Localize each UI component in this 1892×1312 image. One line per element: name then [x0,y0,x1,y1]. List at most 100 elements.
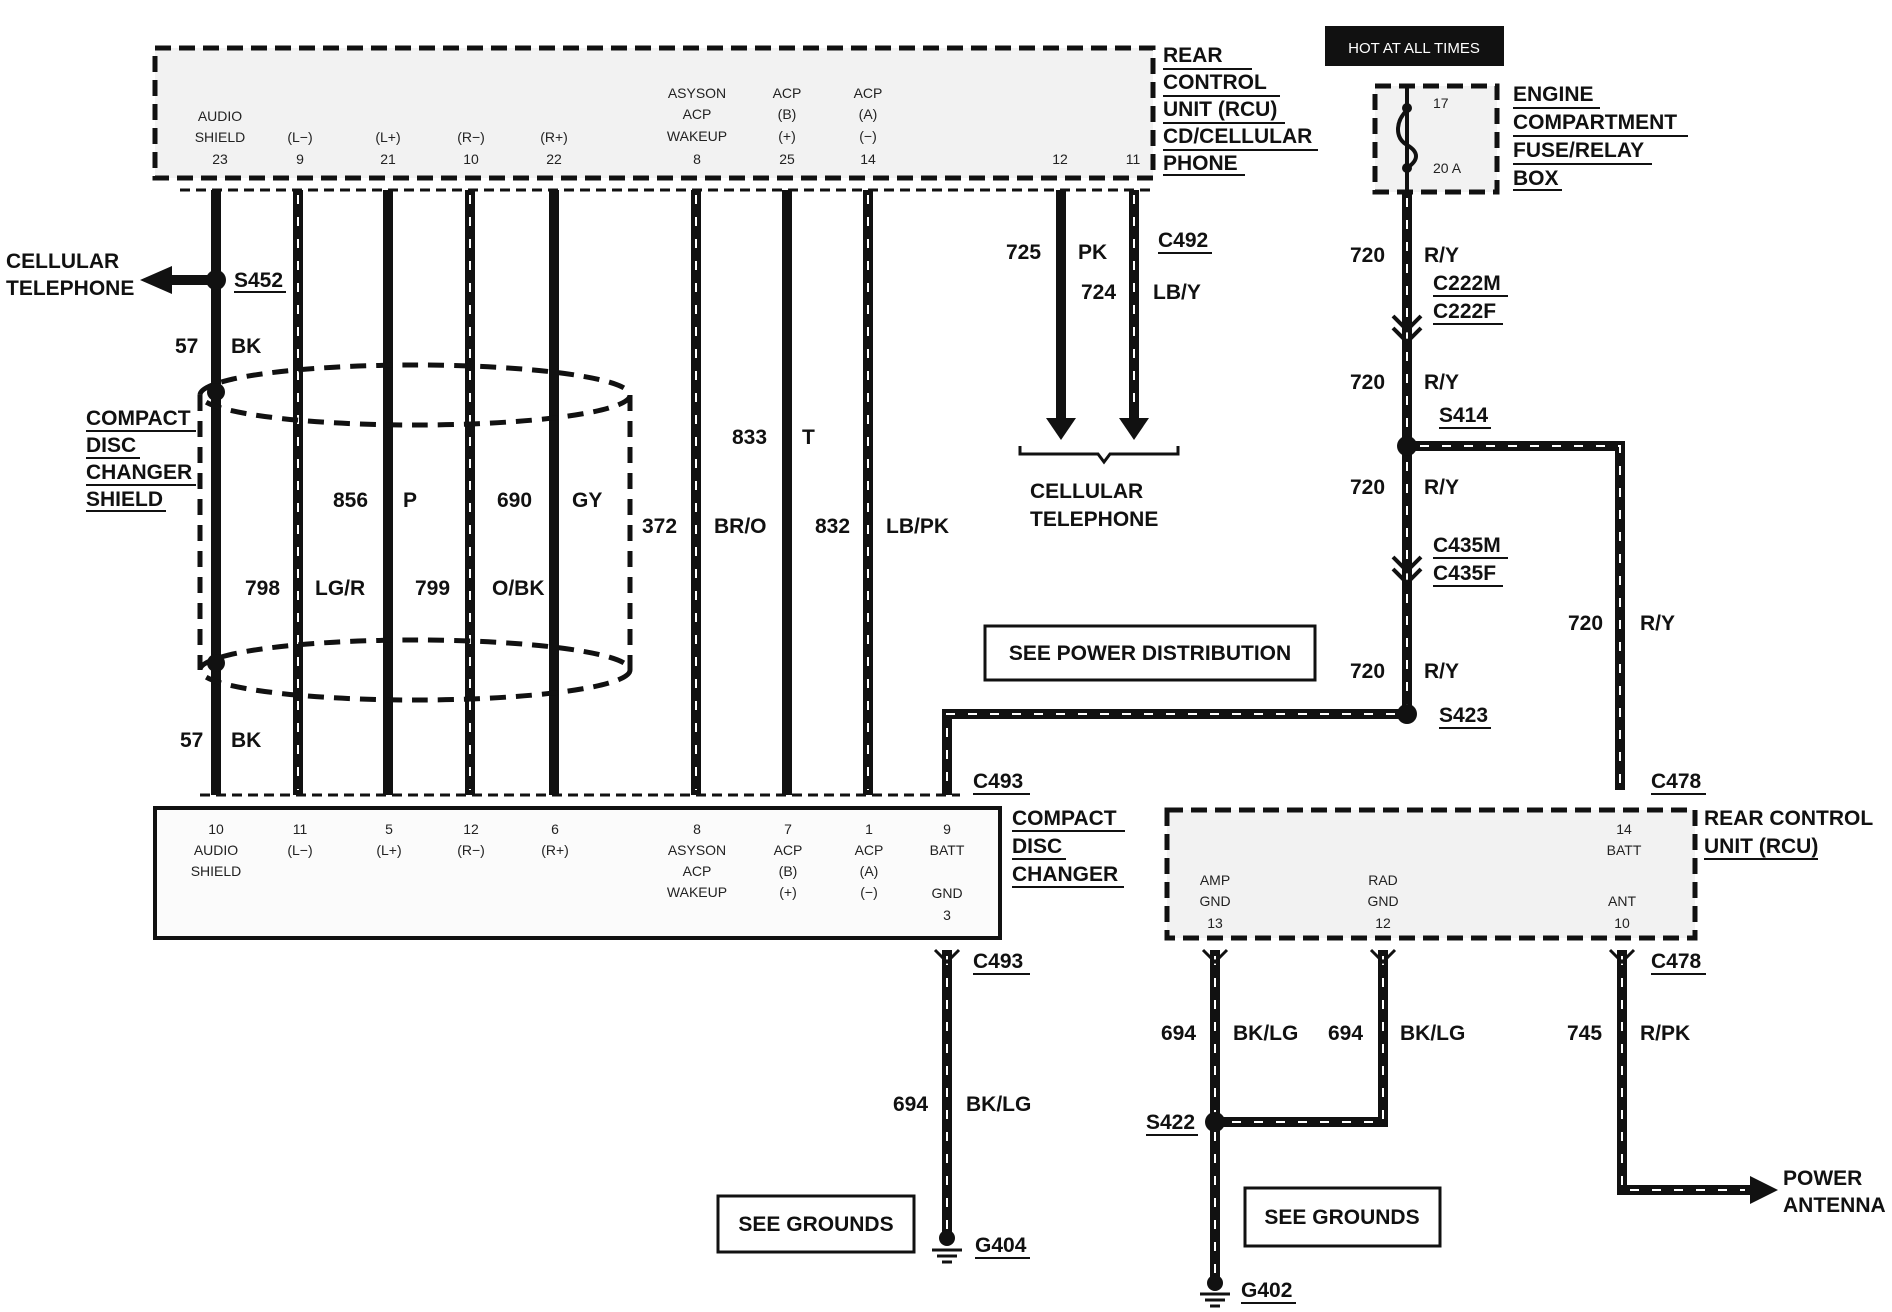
wire-745 [1617,950,1752,1195]
wire-798-color: LG/R [315,577,365,600]
splice-s422: S422 [1146,1111,1195,1134]
wire-694-cdc-circuit: 694 [893,1093,928,1116]
shield-label-4: SHIELD [86,488,163,511]
wire-694-amp-circuit: 694 [1161,1022,1196,1045]
rcu-pin-11-num: 11 [1126,151,1141,167]
rcu-pin-rad-gnd-num: 12 [1375,915,1391,931]
wire-745-circuit: 745 [1567,1022,1602,1045]
connector-c222f: C222F [1433,300,1496,323]
connector-c435f: C435F [1433,562,1496,585]
fuse-box-component: HOT AT ALL TIMES 17 20 A ENGINE COMPARTM… [1325,26,1688,195]
cd-changer-title-1: COMPACT [1012,807,1117,830]
wire-694-rad-color: BK/LG [1400,1022,1465,1045]
wire-57-bottom-circuit: 57 [180,729,203,752]
rcu-antenna-wire: 745 R/PK POWER ANTENNA [1567,948,1886,1217]
wire-833-circuit: 833 [732,426,767,449]
rcu-cd-phone-title-2: CONTROL [1163,71,1267,94]
rcu-pin-acp-b-label-3: (+) [778,128,796,144]
rcu-pin-r-plus-label: (R+) [540,129,568,145]
wire-57-bottom-color: BK [231,729,261,752]
fuse-rating: 20 A [1433,160,1462,176]
rcu-box [1164,807,1698,941]
wire-694-rad-circuit: 694 [1328,1022,1363,1045]
rcu-pin-r-plus-num: 22 [546,151,562,167]
ground-g404-icon [939,1230,955,1246]
hot-at-all-times-banner [1325,26,1504,66]
rcu-pin-l-minus-label: (L−) [287,129,312,145]
rcu-component: REAR CONTROL UNIT (RCU) AMP GND 13 RAD G… [1164,770,1873,975]
rcu-pin-asyson-num: 8 [693,151,701,167]
ground-g404: G404 [975,1234,1027,1257]
fuse-box-title-3: FUSE/RELAY [1513,139,1644,162]
wire-856-color: P [403,489,417,512]
arrow-down-icon [1046,418,1076,440]
cdc-pin-5-num: 5 [385,821,393,837]
cdc-pin-9-num: 9 [943,821,951,837]
shield-label-3: CHANGER [86,461,192,484]
ground-g402: G402 [1241,1279,1292,1302]
power-feed-720: 720 R/Y 720 R/Y 720 R/Y 720 R/Y C222M C2… [942,192,1675,795]
rcu-pin-acp-a-label-1: ACP [854,85,883,101]
cdc-pin-6-label: (R+) [541,842,569,858]
note-grounds-left: SEE GROUNDS [716,1194,916,1254]
power-antenna-line-1: POWER [1783,1167,1862,1190]
splice-s452: S452 [234,269,283,292]
rcu-cd-phone-title-5: PHONE [1163,152,1238,175]
wire-57-top-color: BK [231,335,261,358]
cdc-pin-9-label: BATT [930,842,965,858]
bracket-brace [1018,446,1180,465]
wire-856-circuit: 856 [333,489,368,512]
rcu-pin-acp-a-label-3: (−) [859,128,877,144]
rcu-cd-phone-title-4: CD/CELLULAR [1163,125,1312,148]
splice-s414: S414 [1439,404,1488,427]
rcu-pin-l-plus-num: 21 [380,151,396,167]
arrow-left-icon [140,266,172,294]
fuse-box-title-2: COMPARTMENT [1513,111,1677,134]
fuse-number: 17 [1433,95,1449,111]
hot-at-all-times-label: HOT AT ALL TIMES [1348,40,1480,57]
cdc-pin-8-label-1: ASYSON [668,842,726,858]
ground-g402-icon [1207,1275,1223,1291]
rcu-pin-amp-gnd-label-1: AMP [1200,872,1230,888]
connector-c478-top: C478 [1651,770,1702,793]
rcu-cd-phone-title-3: UNIT (RCU) [1163,98,1277,121]
cdc-pin-12-label: (R−) [457,842,485,858]
cd-changer-title-3: CHANGER [1012,863,1118,886]
cdc-pin-3-num: 3 [943,907,951,923]
rcu-pin-asyson-label-1: ASYSON [668,85,726,101]
cdc-pin-8-label-2: ACP [683,863,712,879]
rcu-pin-batt-label: BATT [1607,842,1642,858]
cdc-pin-1-label-3: (−) [860,884,878,900]
connector-c492: C492 [1158,229,1208,252]
cdc-pin-5-label: (L+) [376,842,401,858]
wire-725-color: PK [1078,241,1107,264]
note-grounds-right: SEE GROUNDS [1243,1186,1442,1248]
cdc-pin-10-num: 10 [208,821,224,837]
cdc-pin-11-label: (L−) [287,842,312,858]
rcu-pin-batt-num: 14 [1616,821,1632,837]
cdc-pin-7-label-1: ACP [774,842,803,858]
cd-changer-box [153,806,1002,940]
cdc-pin-7-label-3: (+) [779,884,797,900]
wire-725-circuit: 725 [1006,241,1041,264]
arrow-down-icon [1119,418,1149,440]
rcu-pin-acp-b-num: 25 [779,151,795,167]
cell-phone-left-line-1: CELLULAR [6,250,119,273]
cdc-pin-10-label-2: SHIELD [191,863,242,879]
rcu-pin-asyson-label-2: ACP [683,106,712,122]
signal-wires [180,188,1150,797]
cell-phone-mid-line-2: TELEPHONE [1030,508,1158,531]
wire-720-a-circuit: 720 [1350,244,1385,267]
connector-c493-bottom: C493 [973,950,1023,973]
rcu-ground-wires: 694 BK/LG 694 BK/LG S422 G402 [1146,948,1465,1308]
cell-phone-left-line-2: TELEPHONE [6,277,134,300]
splice-s423: S423 [1439,704,1488,727]
fuse-box-outline [1372,83,1500,195]
cd-changer-ground: 694 BK/LG G404 [893,948,1031,1264]
wire-694-cdc-color: BK/LG [966,1093,1031,1116]
wire-745-color: R/PK [1640,1022,1690,1045]
rcu-title-1: REAR CONTROL [1704,807,1873,830]
fuse-box-title-4: BOX [1513,167,1559,190]
rcu-cd-phone-component: REAR CONTROL UNIT (RCU) CD/CELLULAR PHON… [152,44,1318,181]
cdc-pin-1-label-2: (A) [860,863,879,879]
